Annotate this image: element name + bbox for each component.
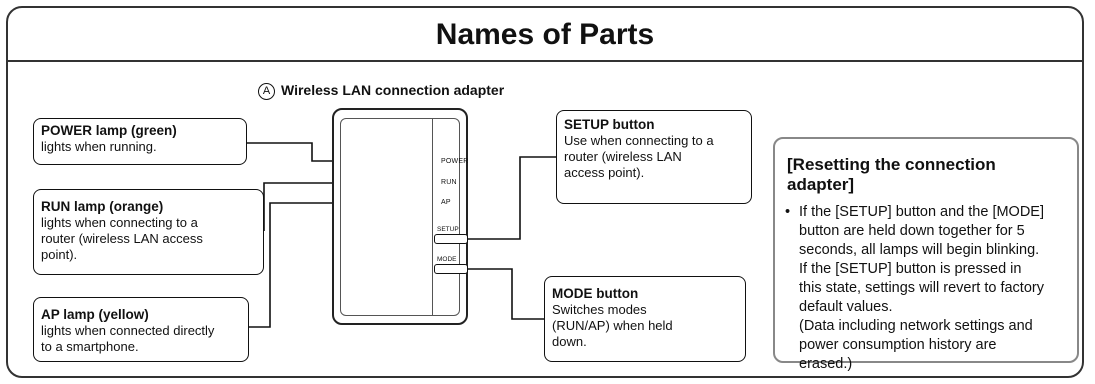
setup-button-label: SETUP bbox=[437, 226, 459, 233]
run-lamp-callout: RUN lamp (orange) lights when connecting… bbox=[33, 189, 264, 275]
callout-text: router (wireless LAN access bbox=[41, 231, 203, 246]
callout-text: access point). bbox=[564, 165, 645, 180]
ap-lamp-callout: AP lamp (yellow) lights when connected d… bbox=[33, 297, 249, 362]
callout-text: Switches modes bbox=[552, 302, 647, 317]
callout-heading: RUN lamp (orange) bbox=[41, 199, 164, 214]
callout-text: point). bbox=[41, 247, 78, 262]
mode-button-shape bbox=[434, 264, 468, 274]
reset-line: erased.) bbox=[799, 356, 853, 372]
callout-heading: MODE button bbox=[552, 286, 639, 301]
callout-heading: POWER lamp (green) bbox=[41, 123, 177, 138]
callout-heading: SETUP button bbox=[564, 117, 655, 132]
outer-frame bbox=[6, 6, 1084, 378]
callout-text: (RUN/AP) when held bbox=[552, 318, 673, 333]
adapter-control-panel bbox=[432, 118, 460, 316]
circled-letter-icon: A bbox=[258, 82, 275, 100]
callout-text: lights when connected directly bbox=[41, 323, 215, 338]
reset-line: power consumption history are bbox=[799, 337, 997, 353]
mode-button-label: MODE bbox=[437, 256, 457, 263]
reset-line: seconds, all lamps will begin blinking. bbox=[799, 242, 1040, 258]
reset-line: If the [SETUP] button and the [MODE] bbox=[799, 204, 1045, 220]
adapter-caption: A Wireless LAN connection adapter bbox=[258, 82, 504, 100]
ap-lamp-label: AP bbox=[441, 199, 451, 206]
reset-line: If the [SETUP] button is pressed in bbox=[799, 261, 1022, 277]
reset-title: [Resetting the connection adapter] bbox=[787, 155, 996, 194]
reset-instructions-panel: [Resetting the connection adapter] • If … bbox=[773, 137, 1079, 372]
power-lamp-label: POWER bbox=[441, 158, 469, 165]
adapter-device bbox=[332, 108, 468, 325]
mode-button-callout: MODE button Switches modes (RUN/AP) when… bbox=[544, 276, 746, 362]
reset-line: this state, settings will revert to fact… bbox=[799, 280, 1044, 296]
setup-button-shape bbox=[434, 234, 468, 244]
reset-body: • If the [SETUP] button and the [MODE] b… bbox=[785, 203, 1065, 374]
callout-text: router (wireless LAN bbox=[564, 149, 682, 164]
mode-connector bbox=[447, 268, 544, 320]
callout-text: Use when connecting to a bbox=[564, 133, 714, 148]
callout-text: lights when connecting to a bbox=[41, 215, 198, 230]
bullet-icon: • bbox=[785, 204, 791, 220]
setup-button-callout: SETUP button Use when connecting to a ro… bbox=[556, 110, 752, 204]
page-title: Names of Parts bbox=[435, 18, 655, 51]
reset-line: (Data including network settings and bbox=[799, 318, 1033, 334]
callout-text: to a smartphone. bbox=[41, 339, 139, 354]
callout-heading: AP lamp (yellow) bbox=[41, 307, 149, 322]
setup-connector bbox=[447, 156, 556, 240]
reset-line: default values. bbox=[799, 299, 893, 315]
adapter-caption-text: Wireless LAN connection adapter bbox=[281, 82, 505, 98]
callout-text: down. bbox=[552, 334, 587, 349]
reset-line: button are held down together for 5 bbox=[799, 223, 1025, 239]
title-bar: Names of Parts bbox=[8, 8, 1082, 62]
adapter-device-face bbox=[340, 118, 460, 316]
callout-text: lights when running. bbox=[41, 139, 157, 154]
run-lamp-label: RUN bbox=[441, 179, 457, 186]
power-lamp-callout: POWER lamp (green) lights when running. bbox=[33, 118, 247, 165]
